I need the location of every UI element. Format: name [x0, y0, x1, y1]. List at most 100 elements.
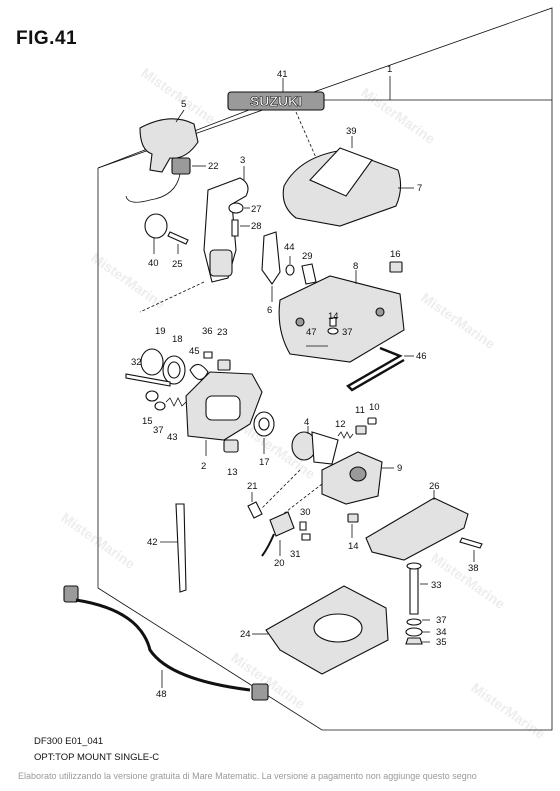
callout-14-lower: 14	[348, 541, 359, 552]
indicator-pad	[309, 147, 373, 197]
callout-34: 34	[436, 627, 447, 638]
model-code: DF300 E01_041	[34, 736, 104, 747]
callout-38: 38	[468, 563, 479, 574]
screw	[299, 521, 307, 531]
handle-cap	[144, 213, 168, 239]
callout-37-bottom: 37	[436, 615, 447, 626]
figure-description: OPT:TOP MOUNT SINGLE-C	[34, 752, 160, 763]
callout-7: 7	[417, 183, 422, 194]
callout-21: 21	[247, 481, 258, 492]
washer	[228, 202, 244, 214]
screw	[231, 219, 239, 237]
callout-6: 6	[267, 305, 272, 316]
nut	[217, 359, 231, 371]
screw	[329, 317, 337, 327]
callout-41: 41	[277, 69, 288, 80]
housing-hole	[375, 307, 385, 317]
callout-24: 24	[240, 629, 251, 640]
callout-2: 2	[201, 461, 206, 472]
lever-hub	[349, 466, 367, 482]
control-handle	[139, 118, 199, 173]
leader-line	[139, 281, 205, 313]
washer	[405, 627, 423, 637]
watermark-text: MisterMarine	[418, 289, 498, 352]
bolt	[459, 537, 483, 549]
callout-45: 45	[189, 346, 200, 357]
mounting-bracket	[365, 497, 469, 561]
watermark-text: MisterMarine	[468, 679, 548, 742]
suzuki-logo-text: SUZUKI	[250, 93, 302, 109]
callout-46: 46	[416, 351, 427, 362]
callout-15: 15	[142, 416, 153, 427]
harness-connector	[63, 585, 79, 603]
callout-42: 42	[147, 537, 158, 548]
upper-housing	[278, 275, 405, 363]
wire-harness	[75, 598, 251, 692]
callout-5: 5	[181, 99, 186, 110]
callout-12: 12	[335, 419, 346, 430]
base-gear-window	[205, 395, 241, 421]
leader-line	[261, 469, 301, 509]
nut	[223, 439, 239, 453]
long-bolt	[125, 373, 171, 387]
handle-switch	[171, 157, 191, 175]
switch-wire	[261, 533, 275, 557]
callout-36: 36	[202, 326, 213, 337]
callout-31: 31	[290, 549, 301, 560]
callout-3: 3	[240, 155, 245, 166]
callout-20: 20	[274, 558, 285, 569]
washer	[327, 327, 339, 335]
screw	[301, 533, 311, 541]
callout-26: 26	[429, 481, 440, 492]
suzuki-badge	[227, 91, 325, 111]
screw	[301, 263, 317, 285]
callout-8: 8	[353, 261, 358, 272]
callout-35: 35	[436, 637, 447, 648]
ring-washer-hole	[167, 361, 181, 379]
housing-hole	[295, 317, 305, 327]
callout-18: 18	[172, 334, 183, 345]
spring	[337, 431, 354, 439]
watermark-text: MisterMarine	[358, 84, 438, 147]
switch-wire	[125, 173, 181, 203]
callout-40: 40	[148, 258, 159, 269]
callout-10: 10	[369, 402, 380, 413]
callout-44: 44	[284, 242, 295, 253]
nut	[389, 261, 403, 273]
watermark-text: MisterMarine	[138, 64, 218, 127]
callout-27: 27	[251, 204, 262, 215]
callout-4: 4	[304, 417, 309, 428]
callout-37: 37	[342, 327, 353, 338]
shift-bracket	[261, 231, 281, 285]
nut	[405, 637, 423, 645]
arm-spline	[209, 249, 233, 277]
callout-14: 14	[328, 311, 339, 322]
callout-1: 1	[387, 64, 392, 75]
washer	[406, 618, 422, 626]
mounting-bolt	[409, 567, 419, 615]
footer-notice: Elaborato utilizzando la versione gratui…	[18, 771, 477, 781]
callout-47: 47	[306, 327, 317, 338]
handle-bolt	[167, 231, 189, 245]
leader-line	[295, 111, 325, 177]
spring	[165, 397, 187, 407]
callout-30: 30	[300, 507, 311, 518]
callout-28: 28	[251, 221, 262, 232]
callout-16: 16	[390, 249, 401, 260]
cam	[311, 431, 339, 465]
callout-29: 29	[302, 251, 313, 262]
cable-tie	[175, 503, 187, 593]
retaining-ring	[140, 348, 164, 376]
callout-48: 48	[156, 689, 167, 700]
bolt-head	[406, 562, 422, 570]
nut	[355, 425, 367, 435]
callout-9: 9	[397, 463, 402, 474]
leader-line	[175, 109, 185, 123]
callout-43: 43	[167, 432, 178, 443]
washer	[154, 401, 166, 411]
spacer	[189, 363, 209, 381]
callout-23: 23	[217, 327, 228, 338]
washer	[145, 390, 159, 402]
callout-labels: 1 2 3 4 5 6 7 8 9 10 11 12 13 14 14 15 1…	[131, 64, 479, 700]
